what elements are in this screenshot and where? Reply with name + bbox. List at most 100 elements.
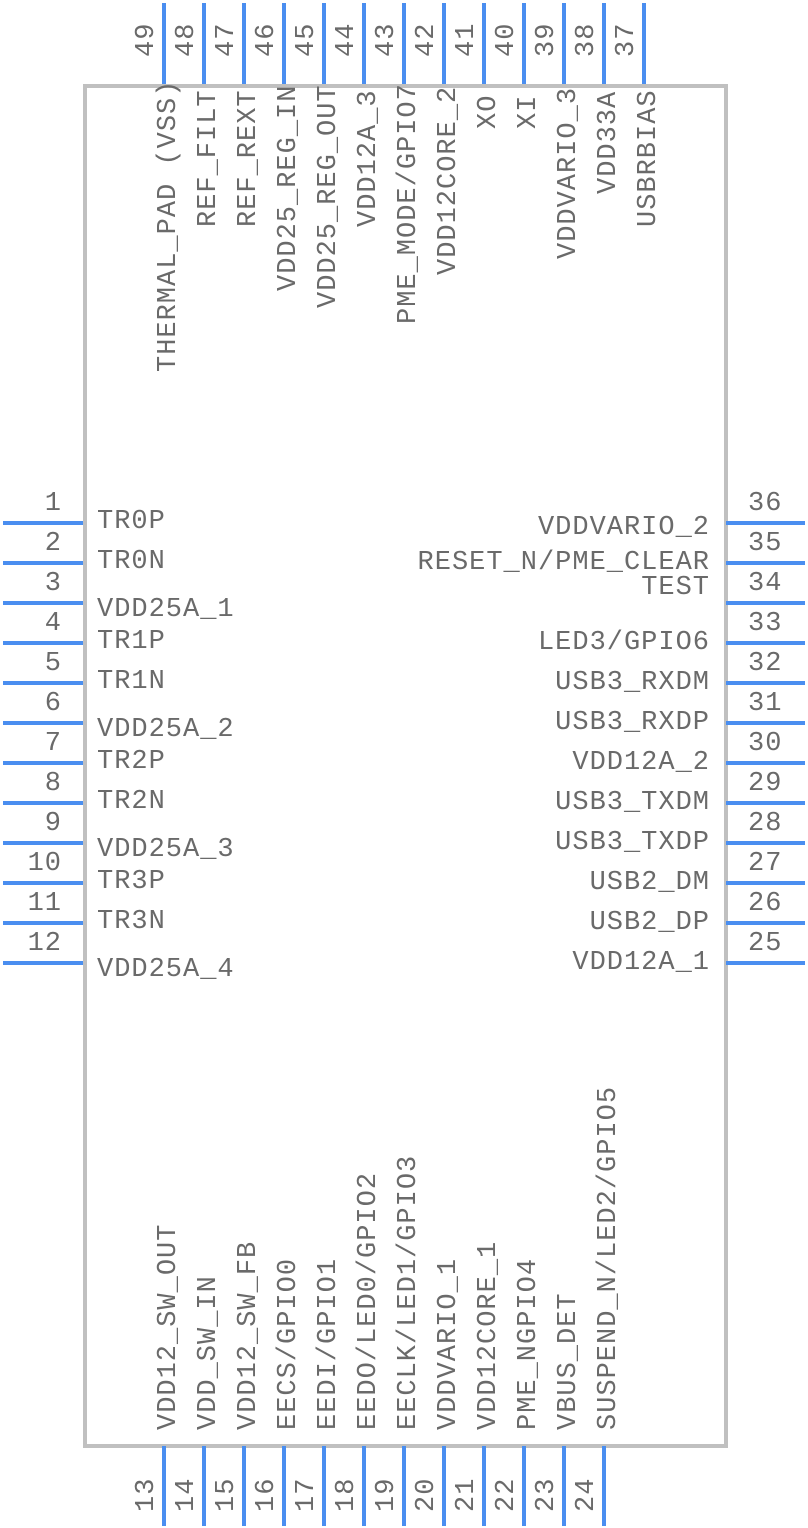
pin-number-49: 49	[132, 22, 162, 57]
pin-line-left-6	[3, 721, 83, 725]
pin-number-5: 5	[44, 649, 62, 679]
pin-number-42: 42	[412, 22, 442, 57]
pin-label-16: EECS/GPIO0	[274, 1257, 304, 1430]
pin-number-28: 28	[748, 809, 783, 839]
pin-label-41: XO	[474, 94, 504, 130]
pin-label-4: TR1P	[97, 627, 166, 657]
pin-label-24: SUSPEND_N/LED2/GPIO5	[594, 1085, 624, 1430]
pin-label-6: VDD25A_2	[97, 715, 235, 745]
pin-label-28: USB3_TXDP	[555, 828, 710, 858]
pin-line-bottom-13	[162, 1446, 166, 1526]
pin-label-46: VDD25_REG_IN	[274, 84, 304, 292]
pin-number-23: 23	[532, 1477, 562, 1512]
pin-label-1: TR0P	[97, 507, 166, 537]
pin-label-32: USB3_RXDM	[555, 668, 710, 698]
pin-line-left-5	[3, 681, 83, 685]
pin-number-24: 24	[572, 1477, 602, 1512]
pin-label-13: VDD12_SW_OUT	[154, 1223, 184, 1430]
pin-label-33: LED3/GPIO6	[537, 628, 710, 658]
pin-number-3: 3	[44, 569, 62, 599]
pin-line-left-8	[3, 801, 83, 805]
pin-number-22: 22	[492, 1477, 522, 1512]
pin-number-10: 10	[27, 849, 62, 879]
pin-label-25: VDD12A_1	[572, 948, 710, 978]
pin-label-11: TR3N	[97, 907, 166, 937]
pin-label-29: USB3_TXDM	[555, 788, 710, 818]
pin-label-14: VDD_SW_IN	[194, 1275, 224, 1430]
pin-number-32: 32	[748, 649, 783, 679]
pin-number-37: 37	[612, 22, 642, 57]
pin-number-47: 47	[212, 22, 242, 57]
pin-label-49: THERMAL_PAD (VSS)	[154, 79, 184, 373]
pin-number-7: 7	[44, 729, 62, 759]
pin-line-bottom-21	[482, 1446, 486, 1526]
pin-line-bottom-14	[202, 1446, 206, 1526]
pin-number-38: 38	[572, 22, 602, 57]
pin-label-10: TR3P	[97, 867, 166, 897]
pin-label-20: VDDVARIO_1	[434, 1257, 464, 1430]
pin-label-37: USBRBIAS	[634, 88, 664, 227]
pin-label-12: VDD25A_4	[97, 955, 235, 985]
pin-number-1: 1	[44, 489, 62, 519]
pin-label-42: VDD12CORE_2	[434, 85, 464, 276]
pin-label-7: TR2P	[97, 747, 166, 777]
pin-line-bottom-18	[362, 1446, 366, 1526]
pin-line-bottom-16	[282, 1446, 286, 1526]
pin-number-11: 11	[27, 889, 62, 919]
pin-line-top-43	[402, 3, 406, 84]
pin-line-left-9	[3, 841, 83, 845]
pin-label-31: USB3_RXDP	[555, 708, 710, 738]
pin-line-top-49	[162, 3, 166, 84]
pin-line-top-46	[282, 3, 286, 84]
pin-line-right-26	[726, 921, 805, 925]
pin-line-right-27	[726, 881, 805, 885]
pin-label-9: VDD25A_3	[97, 835, 235, 865]
pin-number-6: 6	[44, 689, 62, 719]
pin-number-30: 30	[748, 729, 783, 759]
pin-line-bottom-17	[322, 1446, 326, 1526]
pin-line-bottom-19	[402, 1446, 406, 1526]
pin-number-20: 20	[412, 1477, 442, 1512]
pin-line-right-28	[726, 841, 805, 845]
pin-number-35: 35	[748, 529, 783, 559]
pin-line-top-44	[362, 3, 366, 84]
pin-line-right-35	[726, 561, 805, 565]
pin-line-top-40	[522, 3, 526, 84]
pin-line-right-30	[726, 761, 805, 765]
pin-number-12: 12	[27, 929, 62, 959]
pin-line-left-4	[3, 641, 83, 645]
pin-number-15: 15	[212, 1477, 242, 1512]
pin-number-41: 41	[452, 22, 482, 57]
pin-line-top-45	[322, 3, 326, 84]
pin-label-2: TR0N	[97, 547, 166, 577]
pin-line-top-41	[482, 3, 486, 84]
pin-line-left-7	[3, 761, 83, 765]
pin-number-31: 31	[748, 689, 783, 719]
pin-line-top-38	[602, 3, 606, 84]
pin-number-29: 29	[748, 769, 783, 799]
pin-line-right-36	[726, 521, 805, 525]
pin-label-21: VDD12CORE_1	[474, 1240, 504, 1430]
pin-line-right-33	[726, 641, 805, 645]
pin-label-40: XI	[514, 94, 544, 130]
pin-line-bottom-24	[602, 1446, 606, 1526]
pin-line-bottom-22	[522, 1446, 526, 1526]
pin-label-22: PME_NGPIO4	[514, 1257, 544, 1430]
pin-line-bottom-20	[442, 1446, 446, 1526]
pin-line-top-48	[202, 3, 206, 84]
pin-label-38: VDD33A	[594, 90, 624, 195]
pin-line-left-11	[3, 921, 83, 925]
pin-number-21: 21	[452, 1477, 482, 1512]
pin-number-34: 34	[748, 569, 783, 599]
pin-line-right-29	[726, 801, 805, 805]
pin-number-17: 17	[292, 1477, 322, 1512]
pin-number-4: 4	[44, 609, 62, 639]
pin-line-right-25	[726, 961, 805, 965]
pin-label-26: USB2_DP	[589, 908, 710, 938]
pin-number-36: 36	[748, 489, 783, 519]
pin-number-40: 40	[492, 22, 522, 57]
pin-number-33: 33	[748, 609, 783, 639]
pin-label-19: EECLK/LED1/GPIO3	[394, 1154, 424, 1430]
pin-number-9: 9	[44, 809, 62, 839]
pin-label-36: VDDVARIO_2	[537, 513, 710, 543]
